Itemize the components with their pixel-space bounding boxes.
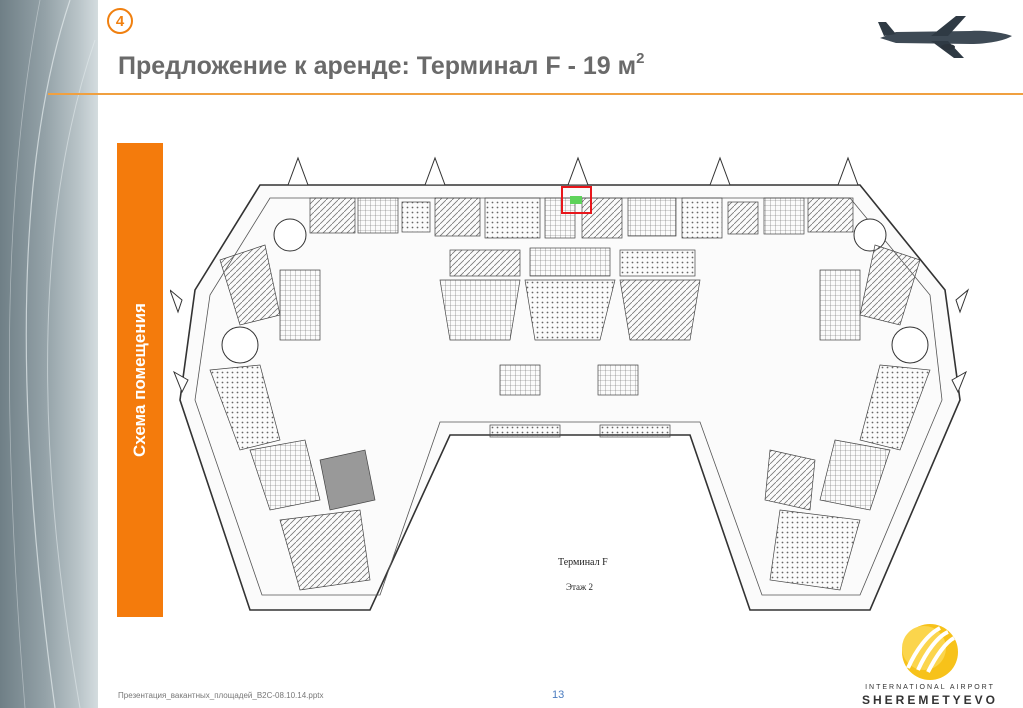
highlight-frame <box>561 186 592 214</box>
building-outline <box>179 184 961 611</box>
side-decor-band <box>0 0 98 708</box>
footer-filename: Презентация_вакантных_площадей_B2C-08.10… <box>118 691 324 700</box>
right-wing-blocks <box>764 244 931 591</box>
logo-emblem-icon <box>902 624 958 680</box>
side-label-text: Схема помещения <box>130 303 149 457</box>
decor-curves <box>8 0 96 708</box>
sheremetyevo-logo: INTERNATIONAL AIRPORT SHEREMETYEVO <box>840 620 1020 708</box>
airplane-icon <box>878 16 1012 58</box>
floor-label: Этаж 2 <box>566 582 593 592</box>
terminal-floorplan: Терминал F Этаж 2 <box>170 156 970 611</box>
slide-number-badge: 4 <box>107 8 133 34</box>
rotundas <box>221 218 929 364</box>
shop-blocks-top <box>309 197 854 239</box>
slide-title-text: Предложение к аренде: Терминал F - 19 м <box>118 52 637 80</box>
highlighted-unit <box>570 196 582 204</box>
logo-name: SHEREMETYEVO <box>861 693 999 707</box>
central-retail <box>439 247 701 438</box>
page-number: 13 <box>552 689 565 701</box>
terminal-label: Терминал F <box>558 557 608 568</box>
logo-subtitle: INTERNATIONAL AIRPORT <box>865 684 995 691</box>
title-underline <box>48 93 1023 95</box>
gate-piers <box>170 156 970 394</box>
side-label-tab: Схема помещения <box>117 143 163 617</box>
title-superscript: 2 <box>636 50 645 67</box>
slide-title: Предложение к аренде: Терминал F - 19 м2 <box>118 50 645 81</box>
left-wing-blocks <box>209 244 376 591</box>
